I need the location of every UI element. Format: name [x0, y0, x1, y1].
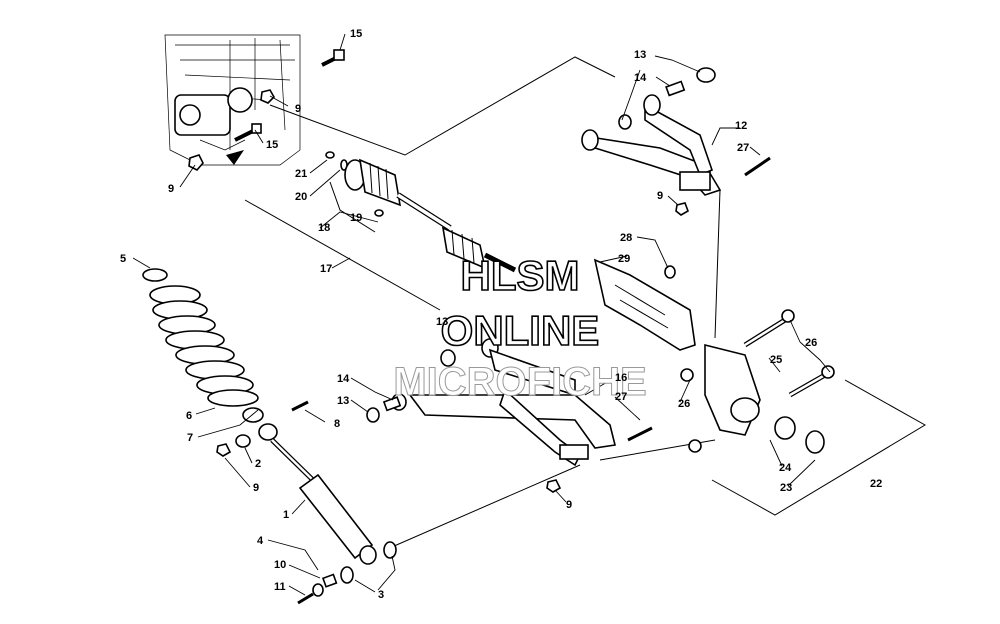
callout-27-lower: 27: [615, 391, 627, 403]
nut-9-top: [188, 89, 275, 171]
callout-4: 4: [257, 535, 264, 547]
callout-9-lower-arm: 9: [566, 499, 572, 511]
heat-shield: [593, 258, 696, 351]
callout-14-lower: 14: [337, 373, 350, 385]
direction-arrow: [226, 150, 244, 165]
spindle-knuckle: [680, 309, 835, 454]
callout-25: 25: [770, 354, 782, 366]
callout-15-lower: 15: [266, 139, 278, 151]
assembly-lines: [244, 56, 926, 551]
callout-3: 3: [378, 589, 384, 601]
watermark: HLSM ONLINE MICROFICHE: [393, 251, 647, 404]
callout-26-left: 26: [678, 398, 690, 410]
callout-1: 1: [283, 509, 289, 521]
callout-13-top: 13: [634, 49, 646, 61]
callout-8: 8: [334, 418, 340, 430]
callout-16: 16: [615, 372, 627, 384]
callout-7: 7: [187, 432, 193, 444]
callout-29: 29: [618, 253, 630, 265]
callout-20: 20: [295, 191, 307, 203]
callout-9-engine: 9: [295, 103, 301, 115]
callout-13-middle: 13: [436, 316, 448, 328]
callout-6: 6: [186, 410, 192, 422]
callout-28: 28: [620, 232, 632, 244]
callout-labels: 15 13 14 9 12 15 27 21 9 20 9 19 18 28 2…: [120, 28, 882, 601]
callout-9-left: 9: [168, 183, 174, 195]
upper-a-arm: [581, 67, 771, 216]
callout-2: 2: [255, 458, 261, 470]
callout-10: 10: [274, 559, 286, 571]
coil-spring: [142, 268, 264, 423]
leader-lines: [132, 33, 831, 596]
watermark-line-1: HLSM: [461, 252, 580, 299]
callout-12: 12: [735, 120, 747, 132]
callout-9-shock: 9: [253, 482, 259, 494]
callout-19: 19: [350, 212, 362, 224]
callout-5: 5: [120, 253, 126, 265]
callout-14-top: 14: [634, 72, 647, 84]
watermark-line-3: MICROFICHE: [393, 360, 646, 404]
callout-27-top: 27: [737, 142, 749, 154]
callout-9-a-arm: 9: [657, 190, 663, 202]
lower-a-arm: [366, 338, 653, 493]
callout-13-lower: 13: [337, 395, 349, 407]
callout-22: 22: [870, 478, 882, 490]
watermark-line-2: ONLINE: [441, 307, 600, 354]
bolt-15-lower: [234, 123, 262, 142]
callout-23: 23: [780, 482, 792, 494]
callout-18: 18: [318, 222, 330, 234]
callout-11: 11: [274, 581, 286, 593]
engine-frame: [164, 34, 301, 166]
callout-24: 24: [779, 462, 792, 474]
callout-26-right: 26: [805, 337, 817, 349]
callout-17: 17: [320, 263, 332, 275]
shock-absorber: [216, 400, 397, 605]
callout-15-top: 15: [350, 28, 362, 40]
callout-21: 21: [295, 168, 307, 180]
bolt-15-top: [321, 49, 345, 67]
drive-axle: [344, 158, 517, 273]
